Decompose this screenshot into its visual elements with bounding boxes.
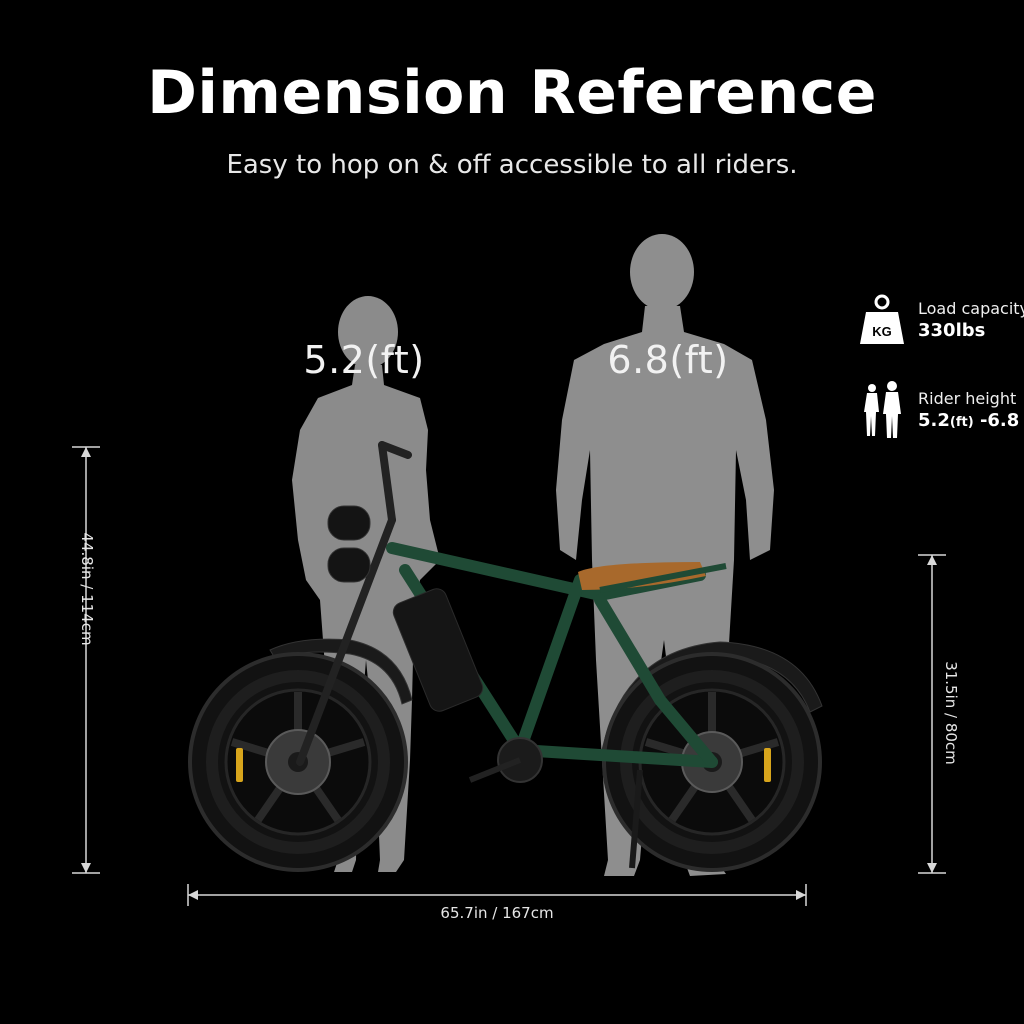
rider-silhouettes-icon bbox=[864, 381, 901, 438]
weight-kg-icon: KG bbox=[860, 294, 904, 344]
seat-height-dimension: 31.5in / 80cm bbox=[942, 661, 960, 765]
page-title: Dimension Reference bbox=[147, 58, 877, 128]
load-capacity-value: 330lbs bbox=[918, 320, 986, 341]
length-dimension: 65.7in / 167cm bbox=[440, 904, 554, 922]
ebike-illustration bbox=[188, 441, 823, 872]
male-height-label: 6.8(ft) bbox=[607, 338, 729, 382]
load-capacity-label: Load capacity bbox=[918, 299, 1024, 318]
svg-text:KG: KG bbox=[872, 324, 892, 339]
load-capacity-spec: KG Load capacity 330lbs bbox=[858, 290, 1024, 350]
overall-height-dimension: 44.8in / 114cm bbox=[78, 532, 96, 646]
dimension-lines bbox=[72, 446, 946, 906]
female-height-label: 5.2(ft) bbox=[303, 338, 425, 382]
dimension-arrowheads bbox=[81, 447, 937, 900]
page-subtitle: Easy to hop on & off accessible to all r… bbox=[226, 150, 798, 180]
rider-height-value: 5.2(ft) -6.8 bbox=[918, 410, 1020, 431]
rider-height-spec: Rider height 5.2(ft) -6.8 bbox=[858, 380, 1024, 440]
rider-height-label: Rider height bbox=[918, 389, 1017, 408]
